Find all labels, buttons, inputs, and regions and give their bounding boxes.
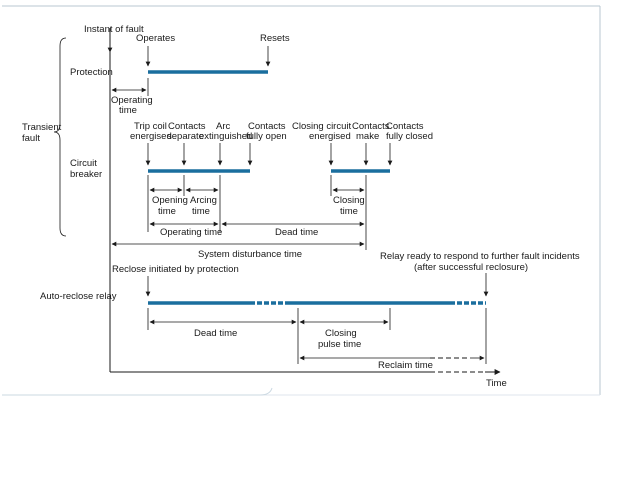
contacts-fully-open-label-line2: fully open <box>246 131 287 142</box>
cb-operating-time-label: Operating time <box>160 227 222 238</box>
contacts-fully-closed-label-line1: Contacts <box>386 121 424 132</box>
closing-circuit-label-line1: Closing circuit <box>292 121 351 132</box>
cb-dead-time-label: Dead time <box>275 227 318 238</box>
contacts-separate-label-line1: Contacts <box>168 121 206 132</box>
contacts-make-label-line1: Contacts <box>352 121 390 132</box>
transient-fault-label-line1: Transient <box>22 122 62 133</box>
contacts-make-label-line2: make <box>356 131 379 142</box>
relay-ready-line2: (after successful reclosure) <box>414 262 528 273</box>
contacts-fully-open-label-line1: Contacts <box>248 121 286 132</box>
closing-circuit-label-line2: energised <box>309 131 351 142</box>
transient-fault-brace <box>53 37 67 237</box>
circuit-breaker-label-line1: Circuit <box>70 158 97 169</box>
closing-time-line2: time <box>340 206 358 217</box>
resets-label: Resets <box>260 33 290 44</box>
protection-label: Protection <box>70 67 113 78</box>
reclose-initiated-label: Reclose initiated by protection <box>112 264 239 275</box>
system-disturbance-label: System disturbance time <box>198 249 302 260</box>
auto-reclose-relay-label: Auto-reclose relay <box>40 291 117 302</box>
transient-fault-label-line2: fault <box>22 133 40 144</box>
contacts-separate-label-line2: separate <box>167 131 204 142</box>
relay-dead-time-label: Dead time <box>194 328 237 339</box>
arcing-time-line2: time <box>192 206 210 217</box>
instant-of-fault-label: Instant of fault <box>84 24 144 35</box>
caption-fade-bar <box>2 387 273 396</box>
time-axis-label: Time <box>486 378 507 389</box>
trip-coil-label-line1: Trip coil <box>134 121 167 132</box>
operating-time-relay-line1: Operating <box>111 95 153 106</box>
circuit-breaker-label-line2: breaker <box>70 169 102 180</box>
opening-time-line1: Opening <box>152 195 188 206</box>
reclaim-time-label: Reclaim time <box>378 360 433 371</box>
opening-time-line2: time <box>158 206 176 217</box>
trip-coil-label-line2: energised <box>130 131 172 142</box>
contacts-fully-closed-label-line2: fully closed <box>386 131 433 142</box>
arcing-time-line1: Arcing <box>190 195 217 206</box>
operates-label: Operates <box>136 33 175 44</box>
closing-pulse-line1: Closing <box>325 328 357 339</box>
arc-extinguished-label-line1: Arc <box>216 121 231 132</box>
closing-pulse-line2: pulse time <box>318 339 361 350</box>
arc-extinguished-label-line2: extinguished <box>199 131 252 142</box>
operating-time-relay-line2: time <box>119 105 137 116</box>
relay-ready-line1: Relay ready to respond to further fault … <box>380 251 580 262</box>
closing-time-line1: Closing <box>333 195 365 206</box>
